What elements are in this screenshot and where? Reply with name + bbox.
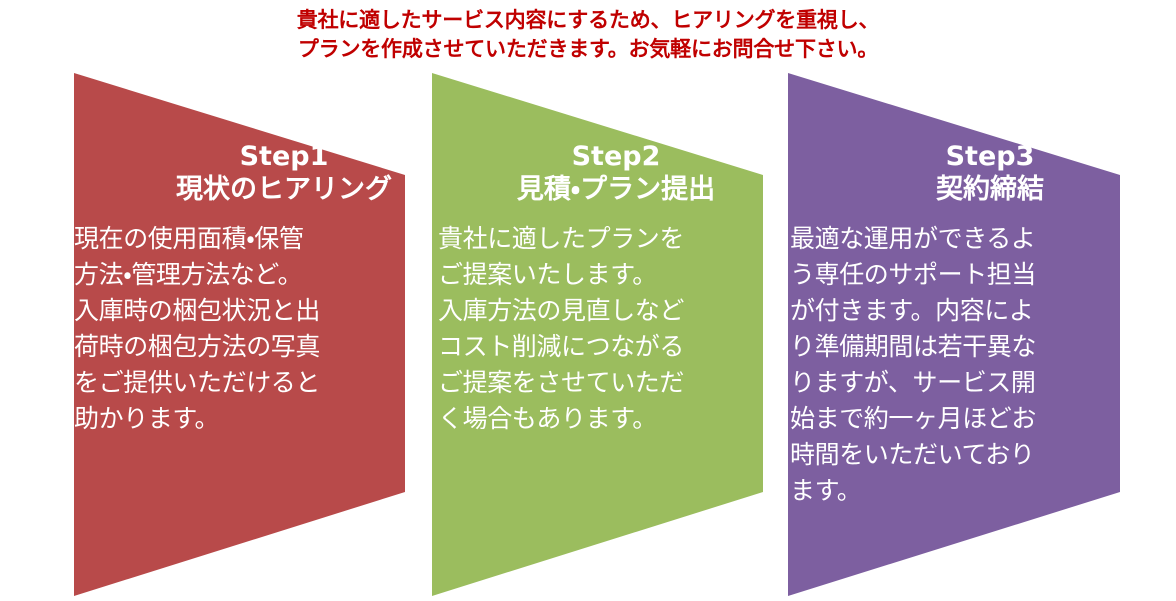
step-1-title: Step1	[239, 141, 329, 172]
step-panel-2[interactable]: Step2 見積・プラン提出 貴社に適したプランを ご提案いたします。 入庫方法…	[420, 0, 776, 601]
step-panel-3[interactable]: Step3 契約締結 最適な運用ができるよ う専任のサポート担当 が付きます。内…	[776, 0, 1176, 601]
step-1-body: 現在の使用面積・保管 方法・管理方法など。 入庫時の梱包状況と出 荷時の梱包方法…	[74, 224, 321, 433]
header-banner: 貴社に適したサービス内容にするため、ヒアリングを重視し、 プランを作成させていた…	[0, 6, 1176, 64]
step-3-title: Step3	[945, 141, 1035, 172]
step-panel-1[interactable]: Step1 現状のヒアリング 現在の使用面積・保管 方法・管理方法など。 入庫時…	[0, 0, 420, 601]
step-1-subtitle: 現状のヒアリング	[176, 174, 392, 205]
step-3-chevron-shape	[788, 73, 1120, 596]
step-2-subtitle: 見積・プラン提出	[516, 174, 716, 205]
step-2-content: Step2 見積・プラン提出 貴社に適したプランを ご提案いたします。 入庫方法…	[420, 140, 808, 437]
step-2-body: 貴社に適したプランを ご提案いたします。 入庫方法の見直しなど コスト削減につな…	[438, 224, 685, 433]
step-1-chevron-shape	[74, 73, 405, 596]
step-2-chevron-shape	[432, 73, 763, 596]
step-3-subtitle: 契約締結	[936, 174, 1044, 205]
header-line-1: 貴社に適したサービス内容にするため、ヒアリングを重視し、	[296, 8, 880, 32]
step-1-content: Step1 現状のヒアリング 現在の使用面積・保管 方法・管理方法など。 入庫時…	[0, 140, 512, 437]
step-3-body: 最適な運用ができるよ う専任のサポート担当 が付きます。内容によ り準備期間は若…	[790, 224, 1037, 505]
header-line-2: プランを作成させていただきます。お気軽にお問合せ下さい。	[297, 37, 879, 61]
step-2-title: Step2	[571, 141, 661, 172]
step-3-content: Step3 契約締結 最適な運用ができるよ う専任のサポート担当 が付きます。内…	[776, 140, 1176, 509]
